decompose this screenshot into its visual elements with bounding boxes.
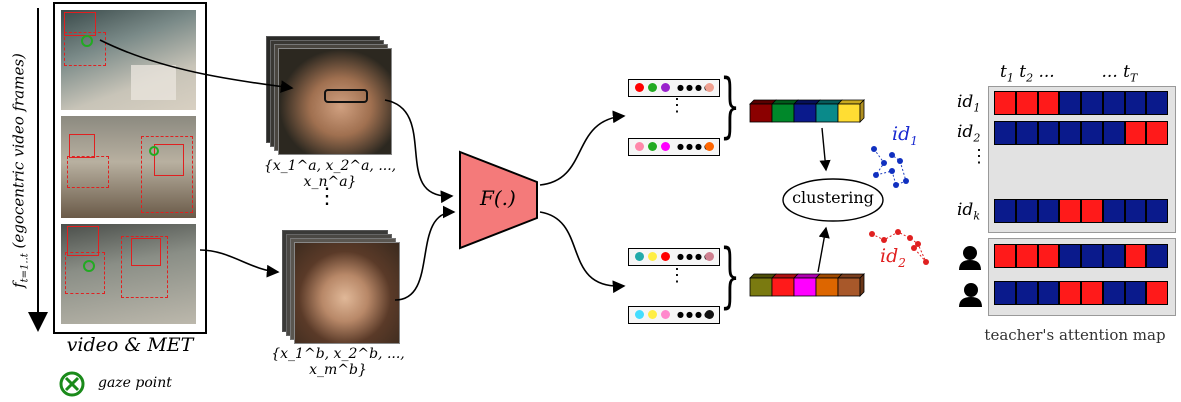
attention-cell: [1102, 121, 1125, 145]
attention-cell: [1081, 281, 1103, 305]
attention-cell: [1146, 121, 1168, 145]
attention-cell: [1146, 91, 1168, 115]
face-image-a: [278, 48, 392, 155]
attention-cell: [1146, 199, 1168, 223]
face-dots: ⋮: [316, 184, 338, 209]
attention-row-gt-1: [994, 244, 1168, 268]
time-axis: [28, 8, 48, 332]
attention-cell: [994, 244, 1016, 268]
attention-cell: [1081, 91, 1103, 115]
cluster-id1-points: [871, 146, 909, 188]
embedding-vector-top-2: ●●●●: [628, 138, 720, 156]
person-icon-1: [959, 246, 981, 270]
attention-cell: [1015, 281, 1038, 305]
attention-cell: [1124, 244, 1147, 268]
attention-cell: [1037, 281, 1060, 305]
attention-cell: [1059, 281, 1081, 305]
embedding-vector-bot-2: ●●●●: [628, 306, 720, 324]
person-icon-2: [959, 283, 982, 307]
row-label-id1: id1: [957, 92, 981, 115]
attention-cell: [1102, 281, 1125, 305]
attention-row-id1: [994, 91, 1168, 115]
attention-cell: [1081, 199, 1103, 223]
clustering-ellipse: [782, 178, 884, 222]
embedding-dots-top: ⋮: [668, 95, 686, 116]
feature-bar-2: [749, 273, 865, 297]
row-label-idk: idk: [957, 200, 980, 223]
attention-cell: [1081, 244, 1103, 268]
attention-cell: [994, 199, 1016, 223]
clustering-label: clustering: [792, 188, 874, 207]
attention-cell: [1059, 91, 1081, 115]
attention-cell: [1124, 281, 1147, 305]
attention-cell: [1102, 199, 1125, 223]
time-header: t1 t2 ... ... tT: [1000, 62, 1138, 85]
cluster-id2-label: id2: [880, 245, 906, 270]
attention-cell: [1015, 121, 1038, 145]
attention-row-id2: [994, 121, 1168, 145]
attention-cell: [1124, 91, 1147, 115]
attention-cell: [1037, 121, 1060, 145]
attention-cell: [1037, 244, 1060, 268]
cluster-id2-points: [869, 229, 929, 265]
attention-cell: [994, 91, 1016, 115]
face-stack-b: [282, 230, 412, 350]
gaze-point-label: gaze point: [98, 375, 172, 391]
attention-cell: [1146, 244, 1168, 268]
embedding-vector-bot-1: ●●●●: [628, 248, 720, 266]
attention-cell: [1015, 199, 1038, 223]
attention-cell: [1146, 281, 1168, 305]
attention-cell: [1124, 199, 1147, 223]
row-label-id2: id2: [957, 122, 981, 145]
attention-cell: [994, 121, 1016, 145]
attention-cell: [1102, 244, 1125, 268]
attention-cell: [1037, 199, 1060, 223]
face-set-a-label: {x_1^a, x_2^a, ..., x_n^a}: [263, 158, 397, 190]
video-frame-2: [61, 116, 196, 218]
attention-map-caption: teacher's attention map: [984, 326, 1166, 344]
video-frame-1: [61, 10, 196, 110]
attention-cell: [1059, 199, 1081, 223]
cluster-id1-label: id1: [892, 123, 918, 148]
face-set-b-label: {x_1^b, x_2^b, ..., x_m^b}: [271, 346, 405, 378]
attention-cell: [1081, 121, 1103, 145]
video-met-caption: video & MET: [66, 334, 194, 356]
brace-top: }: [720, 64, 741, 146]
embedding-vector-top-1: ●●●●: [628, 79, 720, 97]
video-frame-column: [53, 2, 207, 334]
encoder-label: F(.): [480, 186, 516, 210]
attention-row-gt-2: [994, 281, 1168, 305]
attention-cell: [1059, 244, 1081, 268]
attention-cell: [1037, 91, 1060, 115]
face-image-b: [294, 242, 400, 344]
attention-cell: [1102, 91, 1125, 115]
brace-bottom: }: [720, 234, 741, 316]
attention-cell: [1015, 244, 1038, 268]
feature-bar-1: [749, 99, 865, 123]
attention-cell: [1124, 121, 1147, 145]
attention-cell: [994, 281, 1016, 305]
row-label-dots: ⋮: [970, 146, 988, 167]
encoder-block: [459, 150, 538, 250]
embedding-dots-bot: ⋮: [668, 265, 686, 286]
gaze-point-icon: [59, 371, 85, 397]
attention-cell: [1059, 121, 1081, 145]
video-frame-3: [61, 224, 196, 324]
attention-cell: [1015, 91, 1038, 115]
attention-row-idk: [994, 199, 1168, 223]
